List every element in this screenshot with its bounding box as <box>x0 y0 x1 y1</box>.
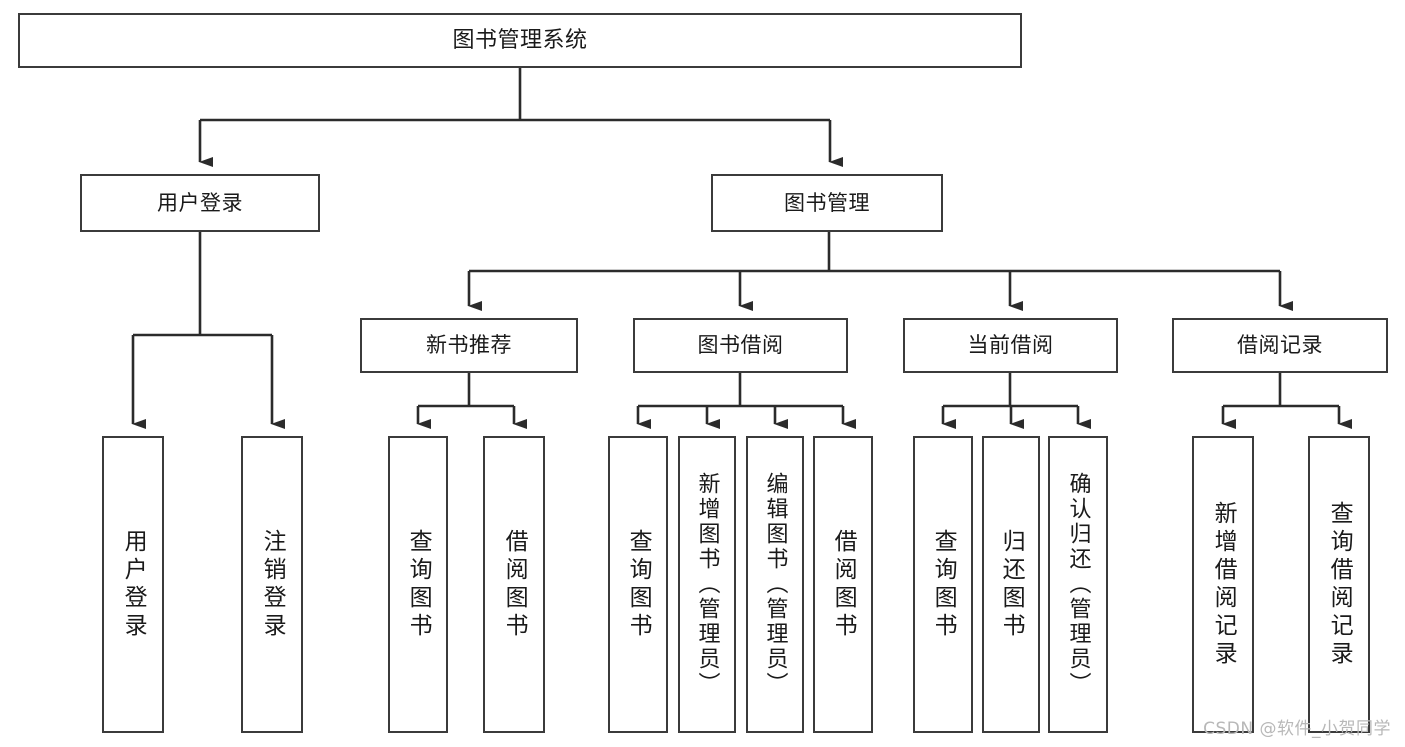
node-label: 新增图书（管理员） <box>694 472 720 697</box>
node-leaf-edit-book-admin[interactable]: 编辑图书（管理员） <box>746 436 804 733</box>
node-label: 借阅图书 <box>501 528 528 641</box>
node-label: 图书借阅 <box>697 333 784 358</box>
node-label: 借阅图书 <box>830 528 857 641</box>
node-leaf-return-book[interactable]: 归还图书 <box>982 436 1040 733</box>
node-level2-book-management[interactable]: 图书管理 <box>711 174 943 232</box>
node-label: 用户登录 <box>157 190 243 215</box>
node-label: 图书管理 <box>784 190 870 215</box>
node-level3-book-borrow[interactable]: 图书借阅 <box>633 318 848 373</box>
node-leaf-borrow-book-newbook[interactable]: 借阅图书 <box>483 436 545 733</box>
node-label: 用户登录 <box>120 528 147 641</box>
node-label: 查询图书 <box>405 528 432 641</box>
node-leaf-user-login[interactable]: 用户登录 <box>102 436 164 733</box>
node-leaf-add-borrow-record[interactable]: 新增借阅记录 <box>1192 436 1254 733</box>
node-label: 当前借阅 <box>967 333 1054 358</box>
node-leaf-add-book-admin[interactable]: 新增图书（管理员） <box>678 436 736 733</box>
node-level2-user-login[interactable]: 用户登录 <box>80 174 320 232</box>
node-root[interactable]: 图书管理系统 <box>18 13 1022 68</box>
node-leaf-confirm-return-admin[interactable]: 确认归还（管理员） <box>1048 436 1108 733</box>
node-level3-current-borrow[interactable]: 当前借阅 <box>903 318 1118 373</box>
node-label: 确认归还（管理员） <box>1065 472 1091 697</box>
node-leaf-query-book-current[interactable]: 查询图书 <box>913 436 973 733</box>
node-label: 查询图书 <box>625 528 652 641</box>
node-label: 归还图书 <box>998 528 1025 641</box>
node-label: 查询借阅记录 <box>1326 500 1353 669</box>
node-leaf-logout[interactable]: 注销登录 <box>241 436 303 733</box>
node-level3-borrow-records[interactable]: 借阅记录 <box>1172 318 1388 373</box>
node-label: 新增借阅记录 <box>1210 500 1237 669</box>
node-label: 注销登录 <box>259 528 286 641</box>
node-leaf-query-book-newbook[interactable]: 查询图书 <box>388 436 448 733</box>
node-level3-new-book-recommend[interactable]: 新书推荐 <box>360 318 578 373</box>
node-label: 查询图书 <box>930 528 957 641</box>
node-leaf-query-book-borrow[interactable]: 查询图书 <box>608 436 668 733</box>
watermark-text: CSDN @软件_小贺同学 <box>1203 719 1391 739</box>
node-leaf-borrow-book[interactable]: 借阅图书 <box>813 436 873 733</box>
node-leaf-query-borrow-record[interactable]: 查询借阅记录 <box>1308 436 1370 733</box>
node-label: 编辑图书（管理员） <box>762 472 788 697</box>
node-root-label: 图书管理系统 <box>452 27 588 53</box>
node-label: 新书推荐 <box>426 333 512 358</box>
node-label: 借阅记录 <box>1237 333 1323 358</box>
